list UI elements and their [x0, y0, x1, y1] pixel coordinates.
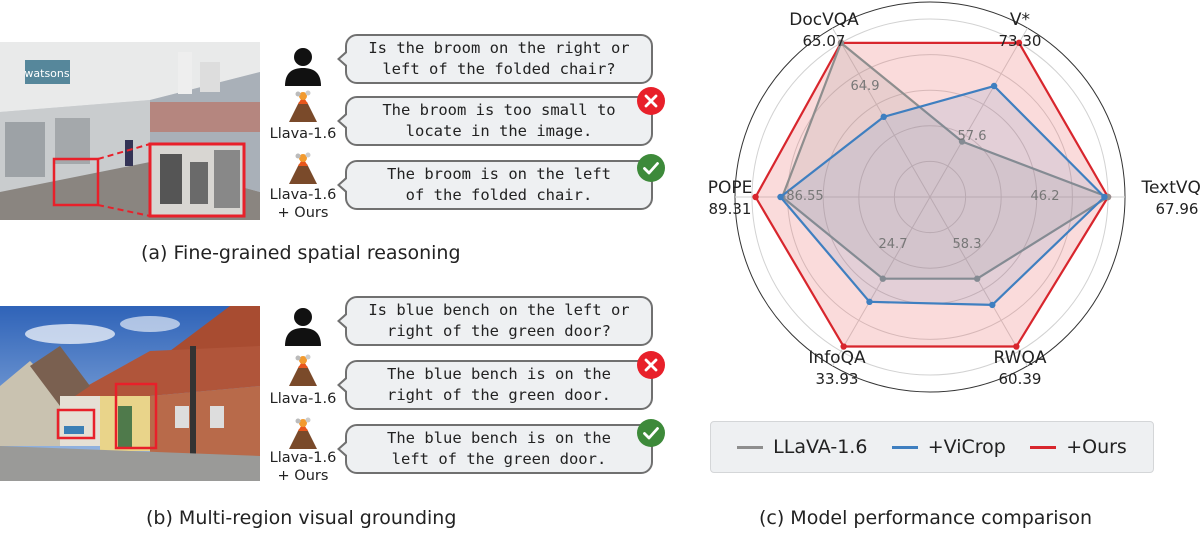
- cross-icon: [637, 351, 665, 379]
- bubble-line: Is the broom on the right or: [368, 39, 630, 57]
- model-label-ours-b: Llava-1.6 + Ours: [262, 449, 344, 485]
- axis-name-label: POPE: [708, 178, 753, 198]
- model-label-line: + Ours: [277, 468, 329, 484]
- model-label-baseline-a: Llava-1.6: [269, 126, 337, 142]
- series-llava-point: [837, 39, 845, 47]
- bubble-line: of the folded chair.: [405, 186, 593, 204]
- person-icon: [285, 308, 321, 346]
- legend-label: +Ours: [1066, 436, 1127, 458]
- series-ours-point: [840, 343, 847, 350]
- check-icon: [637, 154, 665, 182]
- legend-label: LLaVA-1.6: [773, 436, 868, 458]
- axis-name-label: V*: [1010, 10, 1030, 30]
- legend-item-vicrop: +ViCrop: [891, 436, 1006, 458]
- series-vicrop-point: [989, 301, 996, 309]
- radar-chart: 57.6 46.2 58.3 24.7 86.55 64.9 V* 73.30TextVQA 6…: [708, 1, 1200, 393]
- axis-name-label: DocVQA: [789, 10, 859, 30]
- bubble-line: locate in the image.: [405, 122, 593, 140]
- chart-legend: LLaVA-1.6 +ViCrop +Ours: [710, 421, 1154, 473]
- series-llava-point: [973, 275, 981, 282]
- series-vicrop-point: [866, 298, 873, 306]
- series-vicrop-point: [1101, 193, 1108, 201]
- axis-max-label: 73.30: [999, 32, 1042, 50]
- inner-value-label: 86.55: [786, 189, 823, 204]
- caption-b: (b) Multi-region visual grounding: [146, 507, 457, 529]
- grid-spoke: [929, 27, 1028, 198]
- question-bubble-b: Is blue bench on the left or right of the…: [337, 296, 653, 346]
- bubble-line: right of the green door?: [387, 322, 611, 340]
- question-bubble-a: Is the broom on the right or left of the …: [337, 34, 653, 84]
- inner-value-label: 58.3: [953, 237, 982, 252]
- bubble-line: left of the folded chair?: [382, 60, 616, 78]
- legend-swatch-ours: [1030, 445, 1057, 449]
- series-vicrop-point: [990, 82, 998, 90]
- axis-name-label: RWQA: [994, 348, 1047, 368]
- answer-bubble-ours-b: The blue bench is on the left of the gree…: [337, 424, 653, 474]
- model-label-line: Llava-1.6: [269, 187, 337, 203]
- series-vicrop-point: [777, 193, 784, 201]
- axis-name-label: InfoQA: [808, 348, 866, 368]
- bubble-line: right of the green door.: [387, 386, 611, 404]
- axis-max-label: 67.96: [1156, 200, 1199, 218]
- street-photo-b: [0, 306, 260, 481]
- series-llava-point: [958, 138, 966, 145]
- check-icon: [637, 419, 665, 447]
- watsons-sign: watsons: [24, 67, 69, 80]
- axis-max-label: 33.93: [816, 370, 859, 388]
- legend-item-ours: +Ours: [1030, 436, 1127, 458]
- bubble-line: The broom is on the left: [387, 165, 611, 183]
- model-label-ours-a: Llava-1.6 + Ours: [262, 186, 344, 222]
- volcano-icon: [289, 152, 317, 184]
- series-ours-point: [1015, 39, 1023, 47]
- bubble-line: left of the green door.: [391, 450, 607, 468]
- inner-value-label: 24.7: [879, 237, 908, 252]
- model-label-line: Llava-1.6: [269, 450, 337, 466]
- caption-a: (a) Fine-grained spatial reasoning: [141, 242, 461, 264]
- person-icon: [285, 48, 321, 86]
- axis-max-label: 65.07: [803, 32, 846, 50]
- axis-max-label: 60.39: [999, 370, 1042, 388]
- volcano-icon: [289, 90, 317, 122]
- street-photo-a: watsons: [0, 42, 260, 220]
- series-llava-point: [879, 275, 887, 282]
- legend-swatch-llava: [737, 445, 764, 449]
- answer-bubble-baseline-b: The blue bench is on the right of the gre…: [337, 360, 653, 410]
- inner-value-label: 57.6: [958, 129, 987, 144]
- bubble-line: Is blue bench on the left or: [368, 301, 630, 319]
- inner-value-label: 46.2: [1031, 189, 1060, 204]
- bubble-line: The broom is too small to: [382, 101, 616, 119]
- axis-name-label: TextVQA: [1140, 178, 1200, 198]
- legend-swatch-vicrop: [891, 445, 918, 449]
- series-ours-point: [752, 193, 759, 201]
- model-label-baseline-b: Llava-1.6: [269, 391, 337, 407]
- legend-item-llava: LLaVA-1.6: [737, 436, 867, 458]
- legend-label: +ViCrop: [927, 436, 1006, 458]
- model-label-line: + Ours: [277, 205, 329, 221]
- grid-spoke: [832, 27, 931, 198]
- inner-value-label: 64.9: [851, 79, 880, 94]
- answer-bubble-ours-a: The broom is on the left of the folded ch…: [337, 160, 653, 210]
- axis-max-label: 89.31: [709, 200, 752, 218]
- answer-bubble-baseline-a: The broom is too small to locate in the i…: [337, 96, 653, 146]
- bubble-line: The blue bench is on the: [387, 365, 611, 383]
- volcano-icon: [289, 354, 317, 386]
- series-vicrop-point: [880, 113, 887, 121]
- cross-icon: [637, 87, 665, 115]
- bubble-line: The blue bench is on the: [387, 429, 611, 447]
- series-ours-point: [1013, 343, 1020, 350]
- volcano-icon: [289, 417, 317, 449]
- caption-c: (c) Model performance comparison: [759, 507, 1093, 529]
